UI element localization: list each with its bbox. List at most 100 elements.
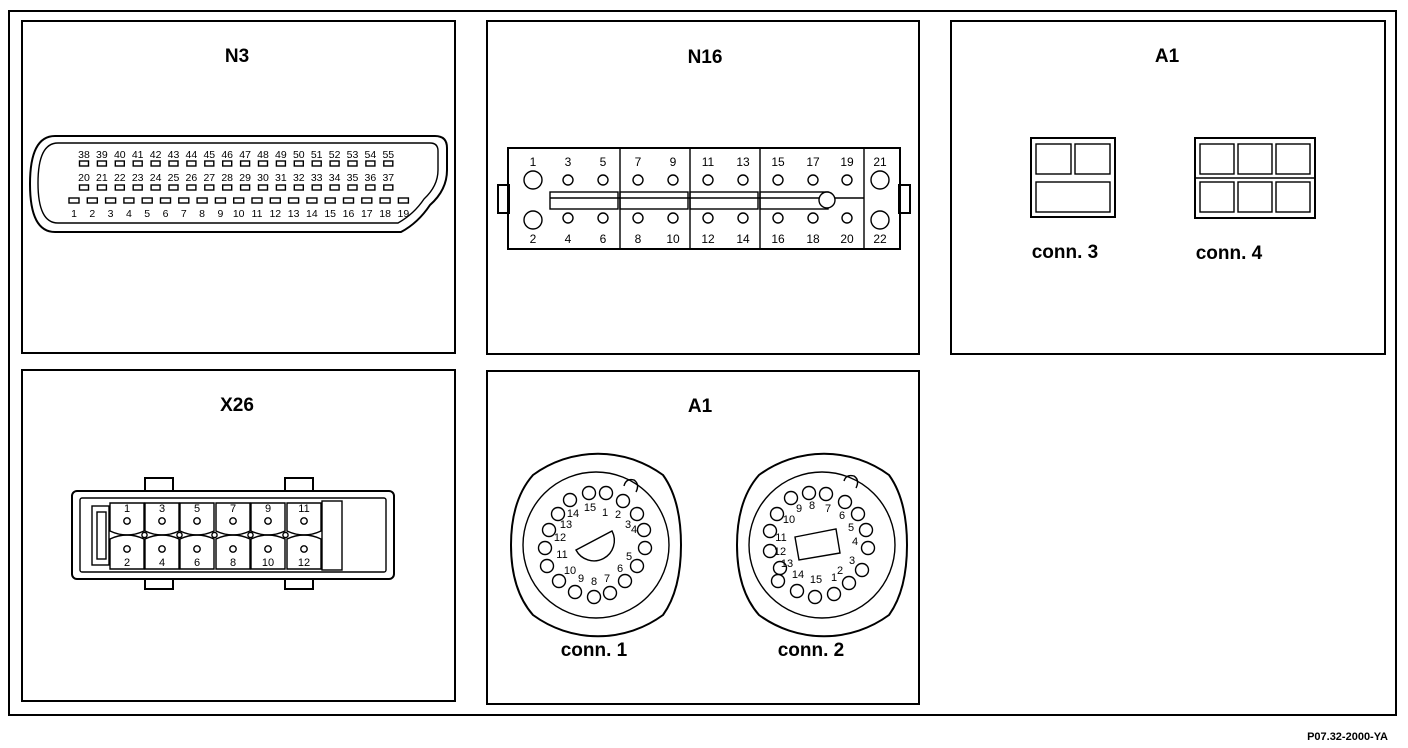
n16-key-slot-3 xyxy=(689,191,759,210)
n3-pin-slot xyxy=(306,197,318,204)
n16-pin-label: 17 xyxy=(806,155,820,169)
n3-pin-slot xyxy=(329,160,340,167)
n3-pin-slot xyxy=(159,197,172,204)
x26-pin-contact xyxy=(123,517,131,525)
conn2-pin-contact xyxy=(762,523,778,539)
conn2-pin-contact xyxy=(783,490,799,506)
n3-pin-label: 43 xyxy=(168,149,180,161)
n3-pin-slot xyxy=(293,184,304,191)
conn2-pin-contact xyxy=(850,506,866,522)
conn1-pin-contact xyxy=(629,506,645,522)
conn1-pin-label: 4 xyxy=(631,524,637,536)
x26-pin-label: 6 xyxy=(194,557,200,569)
x26-cavity xyxy=(215,502,251,536)
conn2-center-key xyxy=(794,528,841,561)
conn1-pin-contact xyxy=(629,558,645,574)
x26-pin-contact xyxy=(193,545,201,553)
x26-pin-label: 4 xyxy=(159,557,165,569)
n3-pin-slot xyxy=(168,184,179,191)
n16-pin-contact xyxy=(772,212,784,224)
panel-a1-bottom-border xyxy=(486,370,920,705)
x26-pin-contact xyxy=(300,517,308,525)
conn2-pin-contact xyxy=(762,543,778,559)
n3-pin-label: 4 xyxy=(126,208,132,220)
conn2-pin-label: 5 xyxy=(848,522,854,534)
x26-cavity xyxy=(109,534,145,570)
panel-n16-title: N16 xyxy=(688,47,723,68)
conn1-connector xyxy=(509,452,683,638)
conn1-center-key xyxy=(575,530,616,562)
conn2-spare-cavity xyxy=(770,573,786,589)
n3-pin-label: 31 xyxy=(275,172,287,184)
conn1-pin-contact xyxy=(537,540,553,556)
n16-pin-label: 16 xyxy=(771,232,785,246)
n16-key-slot-1 xyxy=(549,191,619,210)
n16-connector-body xyxy=(497,147,911,250)
n16-pin-contact xyxy=(702,212,714,224)
reference-code: P07.32-2000-YA xyxy=(1307,731,1388,743)
conn2-pin-label: 10 xyxy=(783,514,795,526)
x26-cavity xyxy=(179,534,215,570)
x26-cavity xyxy=(109,502,145,536)
n16-pin-label: 8 xyxy=(635,232,642,246)
x26-pin-label: 9 xyxy=(265,503,271,515)
n3-pin-label: 8 xyxy=(199,208,205,220)
n16-pin-contact xyxy=(667,174,679,186)
x26-cavity xyxy=(250,534,286,570)
n16-pin-label: 12 xyxy=(701,232,715,246)
n16-pin-contact xyxy=(667,212,679,224)
panel-n16-border xyxy=(486,20,920,355)
n3-pin-label: 10 xyxy=(233,208,245,220)
n3-pin-label: 27 xyxy=(203,172,215,184)
conn1-pin-contact xyxy=(636,522,652,538)
n3-pin-slot xyxy=(361,197,373,204)
n3-pin-label: 9 xyxy=(217,208,223,220)
n16-pin-label: 15 xyxy=(771,155,785,169)
n3-pin-slot xyxy=(257,184,269,191)
n3-pin-label: 33 xyxy=(311,172,323,184)
x26-cavity xyxy=(250,502,286,536)
n3-pin-slot xyxy=(96,184,108,191)
n3-pin-label: 34 xyxy=(329,172,341,184)
n3-pin-label: 22 xyxy=(114,172,126,184)
x26-spacer-contact xyxy=(282,531,289,539)
n3-pin-label: 53 xyxy=(347,149,359,161)
conn2-pin-contact xyxy=(801,485,817,501)
conn1-pin-label: 15 xyxy=(584,502,596,514)
n3-pin-slot xyxy=(383,160,394,167)
conn1-spare-cavity xyxy=(581,485,597,501)
n3-pin-slot xyxy=(204,184,215,191)
conn4-cell-2 xyxy=(1237,143,1273,175)
conn2-pin-label: 14 xyxy=(792,569,804,581)
n3-pin-slot xyxy=(104,197,117,204)
n3-pin-slot xyxy=(365,160,376,167)
n3-pin-label: 25 xyxy=(168,172,180,184)
n3-pin-label: 50 xyxy=(293,149,305,161)
conn3-connector xyxy=(1030,137,1116,218)
n16-coding-pin xyxy=(818,191,836,209)
conn2-pin-label: 6 xyxy=(839,510,845,522)
conn2-pin-contact xyxy=(826,586,842,602)
n3-pin-slot xyxy=(214,197,227,204)
n3-pin-slot xyxy=(96,160,108,167)
n3-pin-label: 42 xyxy=(150,149,162,161)
panel-x26-border xyxy=(21,369,456,702)
n3-pin-label: 41 xyxy=(132,149,144,161)
conn2-pin-label: 1 xyxy=(831,572,837,584)
x26-pin-label: 3 xyxy=(159,503,165,515)
conn1-face xyxy=(522,471,670,619)
x26-spacer-contact xyxy=(247,531,254,539)
conn1-pin-label: 14 xyxy=(567,508,579,520)
n16-pin-label: 9 xyxy=(670,155,677,169)
n3-pin-label: 52 xyxy=(329,149,341,161)
panel-a1-top-border xyxy=(950,20,1386,355)
n3-pin-slot xyxy=(257,160,269,167)
conn1-label: conn. 1 xyxy=(561,640,628,661)
x26-end-block xyxy=(321,500,343,571)
conn1-pin-label: 9 xyxy=(578,573,584,585)
conn1-pin-contact xyxy=(539,558,555,574)
conn2-face xyxy=(748,471,896,619)
conn4-cell-3 xyxy=(1275,143,1311,175)
n3-pin-label: 48 xyxy=(257,149,269,161)
